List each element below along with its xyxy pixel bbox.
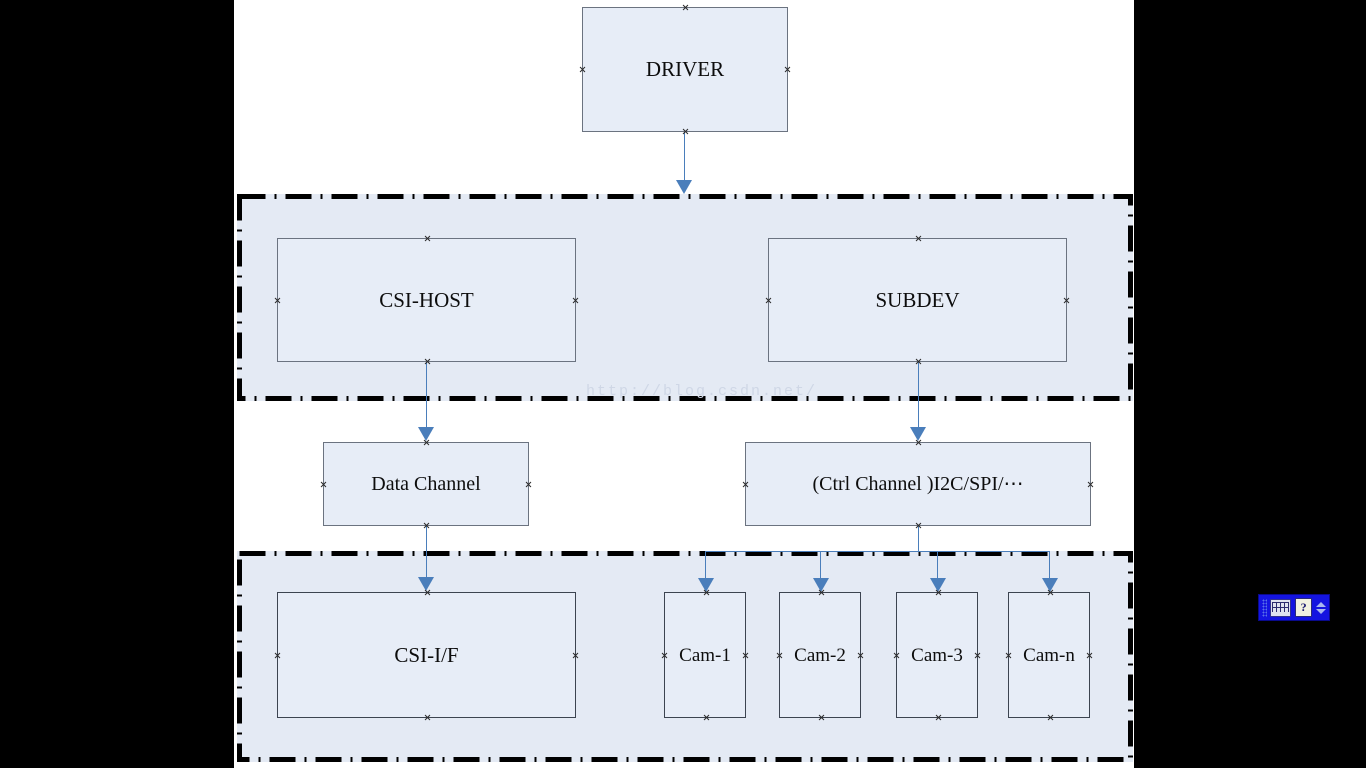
drag-grip-handle[interactable] (1262, 598, 1268, 617)
arrowhead-bus-to-camn (1042, 578, 1058, 592)
node-data-channel[interactable]: Data Channel (323, 442, 529, 526)
arrowhead-csihost-to-datachannel (418, 427, 434, 441)
ime-language-bar[interactable]: ? (1258, 594, 1330, 621)
connection-point (742, 481, 749, 488)
connector-bus-to-cam3 (937, 551, 939, 583)
node-cam-2-label: Cam-2 (794, 644, 846, 666)
connection-point (579, 66, 586, 73)
node-driver-label: DRIVER (645, 57, 725, 81)
node-csi-if[interactable]: CSI-I/F (277, 592, 576, 718)
arrowhead-bus-to-cam3 (930, 578, 946, 592)
connection-point (1087, 481, 1094, 488)
connector-ctrlchannel-drop (917, 526, 919, 552)
node-ctrl-channel[interactable]: (Ctrl Channel )I2C/SPI/⋯ (745, 442, 1091, 526)
connector-driver-to-kernel (683, 132, 685, 186)
connector-bus-to-cam1 (705, 551, 707, 583)
node-subdev-label: SUBDEV (875, 287, 960, 312)
node-subdev[interactable]: SUBDEV (768, 238, 1067, 362)
connection-point (682, 4, 689, 11)
diagram-canvas: http://blog.csdn.net/ DRIVER (234, 0, 1134, 768)
connector-csihost-to-datachannel (425, 362, 427, 431)
connector-bus-to-camn (1049, 551, 1051, 583)
node-data-channel-label: Data Channel (371, 473, 481, 495)
node-csi-host[interactable]: CSI-HOST (277, 238, 576, 362)
chevron-up-icon[interactable] (1316, 601, 1326, 607)
chevron-down-icon[interactable] (1316, 608, 1326, 614)
node-cam-2[interactable]: Cam-2 (779, 592, 861, 718)
node-cam-1-label: Cam-1 (679, 644, 731, 666)
connector-camera-bus (705, 551, 1049, 553)
node-cam-3-label: Cam-3 (911, 644, 963, 666)
connection-point (320, 481, 327, 488)
help-icon[interactable]: ? (1295, 598, 1312, 617)
connector-bus-to-cam2 (820, 551, 822, 583)
connector-subdev-to-ctrlchannel (917, 362, 919, 431)
arrowhead-bus-to-cam2 (813, 578, 829, 592)
node-cam-n-label: Cam-n (1023, 644, 1075, 666)
node-cam-3[interactable]: Cam-3 (896, 592, 978, 718)
node-cam-1[interactable]: Cam-1 (664, 592, 746, 718)
arrowhead-bus-to-cam1 (698, 578, 714, 592)
node-cam-n[interactable]: Cam-n (1008, 592, 1090, 718)
node-ctrl-channel-label: (Ctrl Channel )I2C/SPI/⋯ (812, 473, 1024, 495)
arrowhead-driver-to-kernel (676, 180, 692, 194)
connection-point (525, 481, 532, 488)
arrowhead-subdev-to-ctrlchannel (910, 427, 926, 441)
node-csi-host-label: CSI-HOST (379, 287, 474, 312)
connector-datachannel-to-csiif (425, 526, 427, 581)
node-driver[interactable]: DRIVER (582, 7, 788, 132)
arrowhead-datachannel-to-csiif (418, 577, 434, 591)
keyboard-icon[interactable] (1270, 598, 1292, 617)
node-csi-if-label: CSI-I/F (394, 642, 459, 667)
ime-spinner[interactable] (1316, 601, 1326, 614)
connection-point (784, 66, 791, 73)
watermark-text: http://blog.csdn.net/ (586, 383, 818, 400)
